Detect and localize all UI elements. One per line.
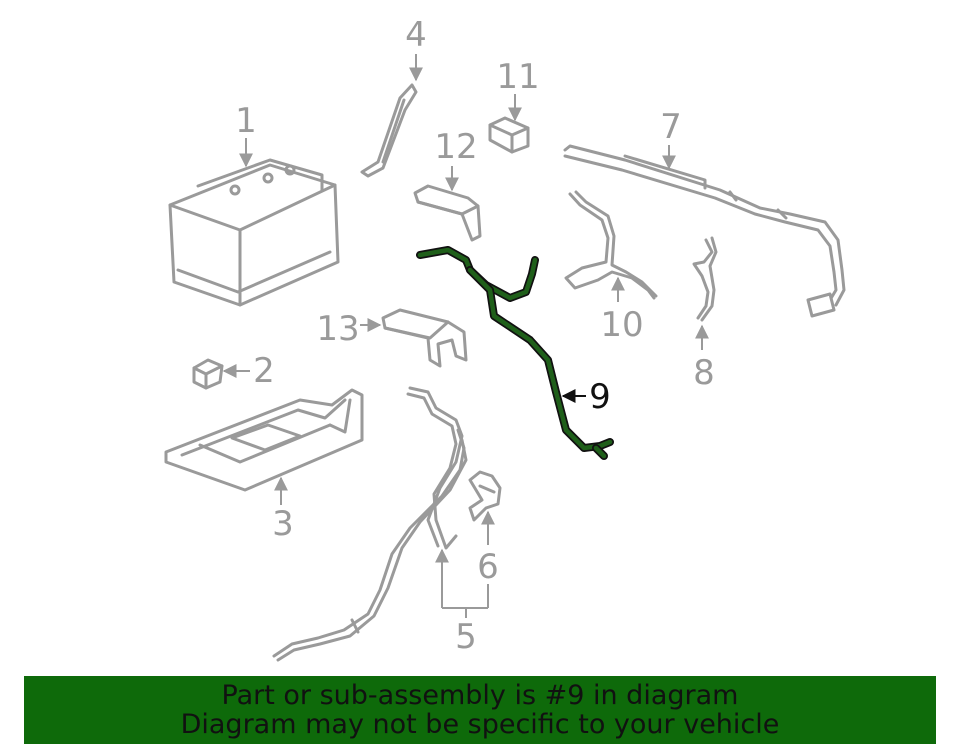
- callout-4: 4: [405, 15, 427, 55]
- cable-part-8: [692, 236, 718, 322]
- clip-part-6: [468, 470, 502, 522]
- callout-7: 7: [660, 107, 682, 147]
- callout-6: 6: [477, 547, 499, 587]
- callout-10: 10: [600, 305, 643, 345]
- cable-part-10: [564, 190, 658, 300]
- callout-5-bracket: [442, 607, 488, 618]
- cover-part-12: [413, 184, 482, 242]
- banner-line-2: Diagram may not be specific to your vehi…: [180, 709, 780, 740]
- callout-9: 9: [589, 377, 611, 417]
- callout-8: 8: [693, 353, 715, 393]
- callout-2: 2: [253, 351, 275, 391]
- callout-12: 12: [434, 127, 477, 167]
- info-banner: Part or sub-assembly is #9 in diagram Di…: [24, 676, 936, 744]
- callout-13: 13: [316, 309, 359, 349]
- cable-part-9-highlighted: [416, 246, 614, 460]
- banner-line-1: Part or sub-assembly is #9 in diagram: [221, 680, 739, 711]
- cover-part-13: [381, 308, 468, 368]
- callout-11: 11: [496, 57, 539, 97]
- battery-tray-part: [164, 388, 364, 492]
- callout-3: 3: [272, 504, 294, 544]
- callout-1: 1: [235, 101, 257, 141]
- battery-part: [168, 158, 340, 307]
- block-part-2: [192, 358, 224, 390]
- block-part-11: [488, 116, 530, 154]
- callout-5: 5: [455, 617, 477, 657]
- cable-part-7: [563, 144, 846, 318]
- cable-part-5: [272, 386, 468, 662]
- bracket-part-4: [360, 83, 418, 178]
